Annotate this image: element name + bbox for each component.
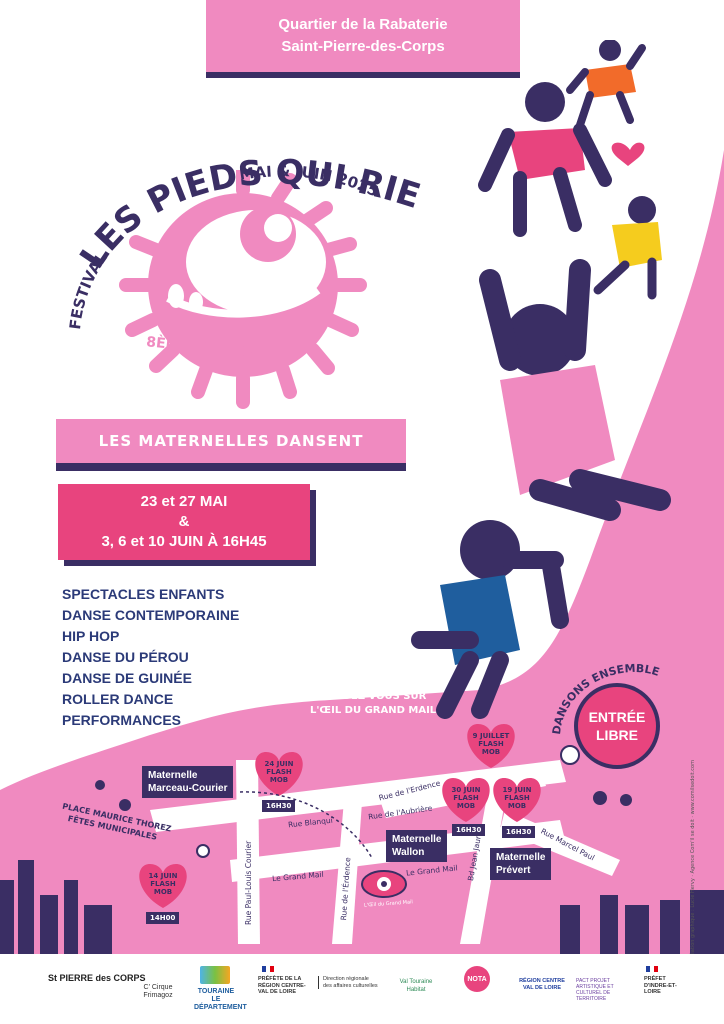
flashmob-label: MOB bbox=[507, 802, 527, 810]
dates-line1: 23 et 27 MAI bbox=[140, 493, 228, 510]
flashmob-30-juin: 30 JUIN FLASH MOB bbox=[446, 786, 486, 810]
dates-line3: 3, 6 et 10 JUIN À 16H45 bbox=[101, 533, 267, 550]
credit-text: Création graphique : Lucie Hervy · Agenc… bbox=[690, 760, 696, 961]
flashmob-label: FLASH bbox=[478, 740, 504, 748]
festival-title: FESTIVAL LES PIEDS QUI RIENT MAI & JUIN … bbox=[20, 100, 425, 330]
rdv-line1: RENDEZ-VOUS SUR bbox=[319, 691, 427, 702]
activity-item: DANSE DE GUINÉE bbox=[62, 670, 192, 686]
logo-pact: PACT PROJET ARTISTIQUE ET CULTUREL DE TE… bbox=[576, 978, 614, 1002]
activities-list: SPECTACLES ENFANTS DANSE CONTEMPORAINE H… bbox=[62, 584, 239, 731]
marianne-icon-2 bbox=[646, 966, 658, 972]
flashmob-label: MOB bbox=[456, 802, 476, 810]
flashmob-9-juillet: 9 JUILLET FLASH MOB bbox=[471, 732, 511, 756]
flashmob-date: 9 JUILLET bbox=[472, 732, 510, 740]
activity-item: SPECTACLES ENFANTS bbox=[62, 586, 225, 602]
flashmob-14-juin: 14 JUIN FLASH MOB bbox=[143, 872, 183, 896]
flashmob-time: 14H00 bbox=[146, 912, 180, 924]
activity-item: ROLLER DANCE bbox=[62, 691, 174, 707]
flashmob-label: FLASH bbox=[453, 794, 479, 802]
flashmob-label: MOB bbox=[153, 888, 173, 896]
entree-line1: ENTRÉE bbox=[588, 709, 646, 725]
activity-item: DANSE DU PÉROU bbox=[62, 649, 189, 665]
flashmob-date: 14 JUIN bbox=[148, 872, 178, 880]
flashmob-label: MOB bbox=[269, 776, 289, 784]
dancing-children-illustration bbox=[411, 40, 671, 719]
header-line1: Quartier de la Rabaterie bbox=[278, 16, 448, 33]
flashmob-24-juin: 24 JUIN FLASH MOB bbox=[259, 760, 299, 784]
flashmob-date: 19 JUIN bbox=[502, 786, 532, 794]
activity-item: HIP HOP bbox=[62, 628, 120, 644]
eye-map-marker bbox=[361, 870, 407, 898]
flashmob-time: 16H30 bbox=[262, 800, 296, 812]
logo-cirque: C' Cirque Frimagoz bbox=[143, 984, 173, 999]
school-marceau: Maternelle Marceau-Courier bbox=[142, 766, 234, 798]
activity-item: PERFORMANCES bbox=[62, 712, 182, 728]
flashmob-date: 24 JUIN bbox=[264, 760, 294, 768]
flashmob-19-juin: 19 JUIN FLASH MOB bbox=[497, 786, 537, 810]
rdv-line2: L'ŒIL DU GRAND MAIL bbox=[310, 705, 437, 716]
logo-saint-pierre: St PIERRE des CORPS bbox=[48, 973, 146, 983]
logo-touraine: TOURAINE LE DÉPARTEMENT bbox=[194, 988, 247, 1011]
flashmob-label: MOB bbox=[481, 748, 501, 756]
school-wallon: Maternelle Wallon bbox=[386, 830, 448, 862]
logo-region-centre: RÉGION CENTRE VAL DE LOIRE bbox=[519, 978, 565, 991]
marianne-icon bbox=[262, 966, 274, 972]
logo-prefet-indre: PRÉFET D'INDRE-ET-LOIRE bbox=[644, 976, 677, 995]
logo-val-touraine: Val Touraine Habitat bbox=[399, 979, 433, 993]
dates-line2: & bbox=[178, 513, 190, 530]
header-line2: Saint-Pierre-des-Corps bbox=[281, 38, 445, 55]
entree-libre-badge: ENTRÉE LIBRE bbox=[574, 683, 660, 769]
flashmob-label: FLASH bbox=[150, 880, 176, 888]
flashmob-hearts bbox=[139, 724, 541, 908]
touraine-icon bbox=[200, 966, 230, 984]
nota-icon bbox=[464, 966, 490, 992]
flashmob-time: 16H30 bbox=[452, 824, 486, 836]
logo-nota: NOTA bbox=[467, 976, 487, 983]
flashmob-time: 16H30 bbox=[502, 826, 536, 838]
entree-line2: LIBRE bbox=[596, 727, 638, 743]
eye-logo bbox=[119, 170, 367, 409]
activity-item: DANSE CONTEMPORAINE bbox=[62, 607, 240, 623]
flashmob-label: FLASH bbox=[504, 794, 530, 802]
footer-logos: St PIERRE des CORPS C' Cirque Frimagoz T… bbox=[0, 954, 724, 1024]
logo-prefete-region: PRÉFÈTE DE LA RÉGION CENTRE-VAL DE LOIRE bbox=[258, 976, 306, 995]
school-prevert: Maternelle Prévert bbox=[490, 848, 552, 880]
ribbon-title: LES MATERNELLES DANSENT bbox=[56, 419, 406, 471]
flashmob-date: 30 JUIN bbox=[451, 786, 481, 794]
logo-drac: Direction régionale des affaires culture… bbox=[318, 976, 379, 989]
dates-box: 23 et 27 MAI & 3, 6 et 10 JUIN À 16H45 bbox=[58, 484, 310, 560]
flashmob-label: FLASH bbox=[266, 768, 292, 776]
header-box: Quartier de la Rabaterie Saint-Pierre-de… bbox=[206, 0, 520, 72]
rendez-vous-text: RENDEZ-VOUS SUR L'ŒIL DU GRAND MAIL bbox=[310, 690, 436, 718]
